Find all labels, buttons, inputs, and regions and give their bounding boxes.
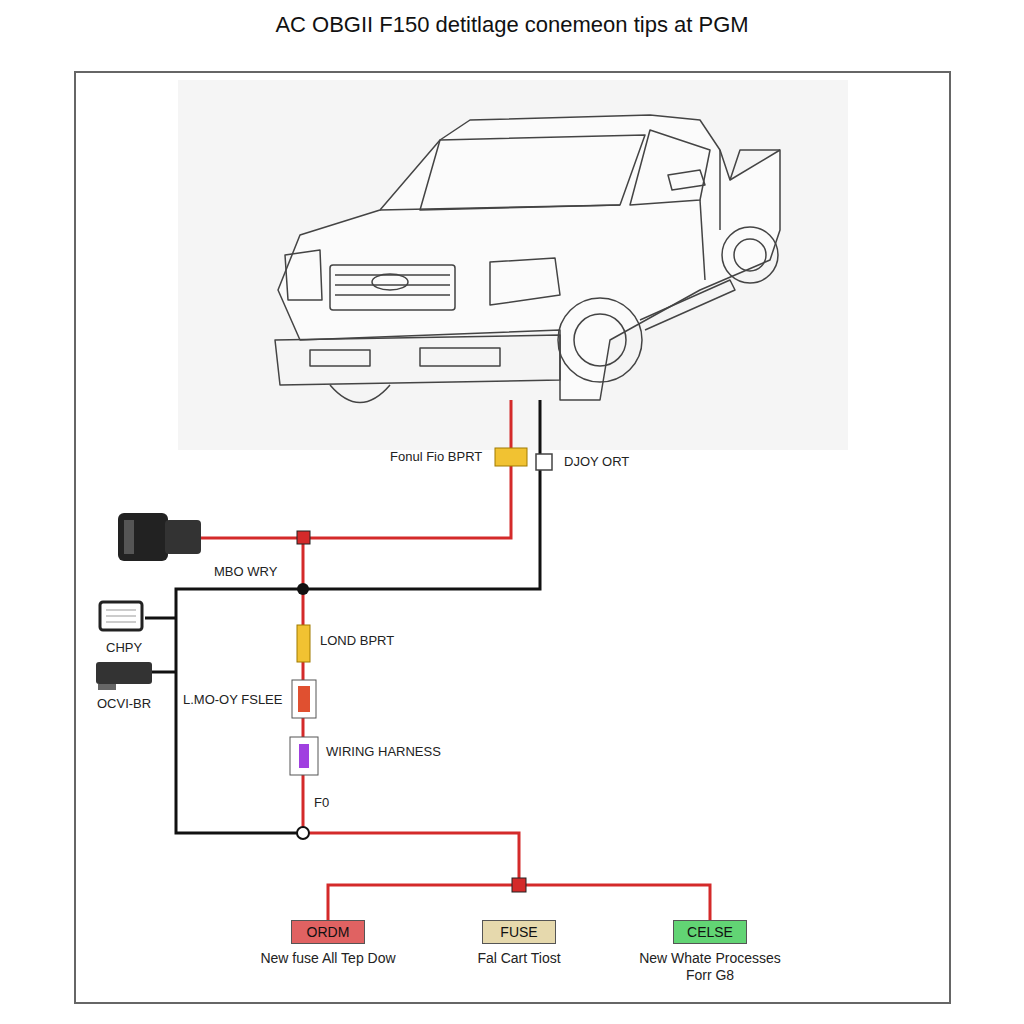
lamp-icon <box>100 602 142 630</box>
box-note: Fal Cart Tiost <box>444 950 594 967</box>
fuse-box: CELSE New Whate Processes Forr G8 <box>635 920 785 984</box>
box-note: New fuse All Tep Dow <box>253 950 403 967</box>
fuse-part <box>495 448 527 466</box>
junction-dot <box>297 583 309 595</box>
connector-part <box>536 454 552 470</box>
box-heading: ORDM <box>291 920 365 944</box>
wires <box>145 400 710 920</box>
junction <box>512 878 526 892</box>
junction-open <box>297 827 309 839</box>
part-label: DJOY ORT <box>562 455 631 470</box>
part-label: L.MO-OY FSLEE <box>181 693 284 708</box>
title: AC OBGII F150 detitlage conemeon tips at… <box>0 12 1024 38</box>
part-label: CHPY <box>104 641 144 656</box>
part-label: Fonul Fio BPRT <box>388 450 484 465</box>
fuse-holder <box>292 680 316 718</box>
part-label: OCVI-BR <box>95 697 153 712</box>
frame <box>75 72 950 1003</box>
fuse-box: FUSE Fal Cart Tiost <box>444 920 594 967</box>
junction <box>297 531 310 544</box>
part-label: LOND BPRT <box>318 634 396 649</box>
fuse-box: ORDM New fuse All Tep Dow <box>253 920 403 967</box>
truck-panel <box>178 80 848 450</box>
part-label: MBO WRY <box>212 565 279 580</box>
box-heading: CELSE <box>673 920 747 944</box>
part-label: F0 <box>312 796 331 811</box>
fuse-part <box>297 625 310 662</box>
box-heading: FUSE <box>482 920 556 944</box>
box-note: New Whate Processes Forr G8 <box>635 950 785 984</box>
part-label: WIRING HARNESS <box>324 745 443 760</box>
plug-icon <box>118 513 201 561</box>
harness-part <box>290 737 318 775</box>
relay-icon <box>96 662 152 690</box>
truck-drawing <box>275 115 780 403</box>
